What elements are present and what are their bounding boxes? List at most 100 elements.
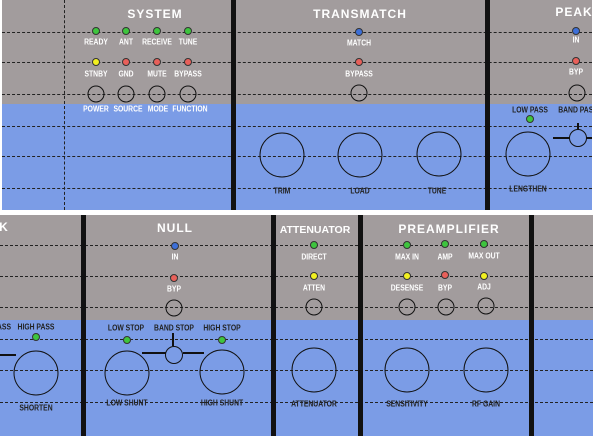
low-shunt-knob[interactable] — [104, 350, 150, 396]
preamplifier-title: PREAMPLIFIER — [398, 222, 500, 236]
led-label: IN — [572, 35, 580, 45]
high-shunt-knob[interactable] — [199, 349, 245, 395]
bypass-led — [355, 58, 363, 66]
knob-label: LOAD — [350, 186, 370, 196]
tune-knob[interactable] — [416, 131, 462, 177]
divider — [2, 32, 592, 33]
max-in-led — [403, 241, 411, 249]
panel-separator — [485, 0, 490, 210]
bypass-led — [184, 58, 192, 66]
high-pass-led — [32, 333, 40, 341]
peak-title: PEAK — [555, 5, 592, 19]
rf-gain-knob[interactable] — [463, 347, 509, 393]
stnby-led — [92, 58, 100, 66]
knob-label: SHORTEN — [19, 403, 53, 413]
panel-separator — [81, 215, 86, 436]
led-label: RECEIVE — [142, 37, 172, 47]
attenuator-button[interactable] — [305, 298, 323, 316]
low-stop-label: LOW STOP — [107, 323, 145, 333]
led-label: BYP — [438, 283, 452, 293]
knob-label: TRIM — [273, 186, 291, 196]
ready-led — [92, 27, 100, 35]
attenuator-title: ATTENUATOR — [279, 224, 351, 236]
high-pass-label: HIGH PASS — [17, 322, 55, 332]
bottom-panel-row: K ASS HIGH PASS SHORTEN NULL IN BYP LOW … — [0, 215, 593, 436]
high-stop-label: HIGH STOP — [203, 323, 241, 333]
peak-title-partial: K — [0, 220, 9, 234]
system-title: SYSTEM — [127, 7, 183, 21]
peak-bypass-button[interactable] — [568, 84, 586, 102]
mute-led — [153, 58, 161, 66]
led-label: DIRECT — [301, 252, 327, 262]
band-pass-switch[interactable] — [569, 129, 587, 147]
function-button[interactable] — [179, 85, 197, 103]
knob-label: TUNE — [427, 186, 447, 196]
divider — [0, 276, 593, 277]
direct-led — [310, 241, 318, 249]
high-stop-led — [218, 336, 226, 344]
divider — [0, 245, 593, 246]
attenuator-knob[interactable] — [291, 347, 337, 393]
button-label: MODE — [147, 104, 169, 114]
source-button[interactable] — [117, 85, 135, 103]
led-label: GND — [118, 69, 134, 79]
led-label: MUTE — [147, 69, 167, 79]
knob-label: LOW SHUNT — [106, 398, 148, 408]
knob-label: RF GAIN — [472, 399, 500, 409]
connector — [585, 137, 592, 139]
byp-led — [170, 274, 178, 282]
atten-led — [310, 272, 318, 280]
divider — [2, 62, 592, 63]
divider — [2, 94, 592, 95]
amp-led — [441, 240, 449, 248]
led-label: TUNE — [178, 37, 198, 47]
connector — [172, 333, 174, 346]
divider — [2, 126, 592, 127]
null-bypass-button[interactable] — [165, 299, 183, 317]
connector — [553, 137, 573, 139]
match-led — [355, 28, 363, 36]
divider — [0, 307, 593, 308]
preamp-bypass-button[interactable] — [437, 298, 455, 316]
power-button[interactable] — [87, 85, 105, 103]
led-label: BYP — [167, 284, 181, 294]
transmatch-title: TRANSMATCH — [313, 7, 407, 21]
ant-led — [122, 27, 130, 35]
lengthen-knob[interactable] — [505, 131, 551, 177]
knob-label: SENSITIVITY — [386, 399, 428, 409]
divider — [0, 402, 593, 403]
led-label: BYP — [569, 67, 583, 77]
sensitivity-knob[interactable] — [384, 347, 430, 393]
panel-separator — [529, 215, 534, 436]
tune-led — [184, 27, 192, 35]
divider — [2, 188, 592, 189]
adj-button[interactable] — [477, 297, 495, 315]
led-label: MAX OUT — [468, 251, 500, 261]
panel-separator — [271, 215, 276, 436]
led-label: DESENSE — [390, 283, 424, 293]
led-label: ANT — [119, 37, 133, 47]
gray-section — [0, 215, 593, 320]
led-label: READY — [84, 37, 108, 47]
led-label: STNBY — [84, 69, 108, 79]
max-out-led — [480, 240, 488, 248]
led-label: MAX IN — [395, 252, 419, 262]
trim-knob[interactable] — [259, 132, 305, 178]
in-led — [572, 27, 580, 35]
led-label: BYPASS — [345, 69, 373, 79]
desense-button[interactable] — [398, 298, 416, 316]
shorten-knob[interactable] — [13, 350, 59, 396]
low-pass-led — [526, 115, 534, 123]
band-stop-switch[interactable] — [165, 346, 183, 364]
band-stop-label: BAND STOP — [154, 323, 194, 333]
load-knob[interactable] — [337, 132, 383, 178]
adj-led — [480, 272, 488, 280]
led-label: BYPASS — [174, 69, 202, 79]
transmatch-bypass-button[interactable] — [350, 84, 368, 102]
led-label: AMP — [437, 252, 453, 262]
byp-led — [572, 57, 580, 65]
receive-led — [153, 27, 161, 35]
button-label: FUNCTION — [172, 104, 208, 114]
led-label: MATCH — [346, 38, 372, 48]
mode-button[interactable] — [148, 85, 166, 103]
